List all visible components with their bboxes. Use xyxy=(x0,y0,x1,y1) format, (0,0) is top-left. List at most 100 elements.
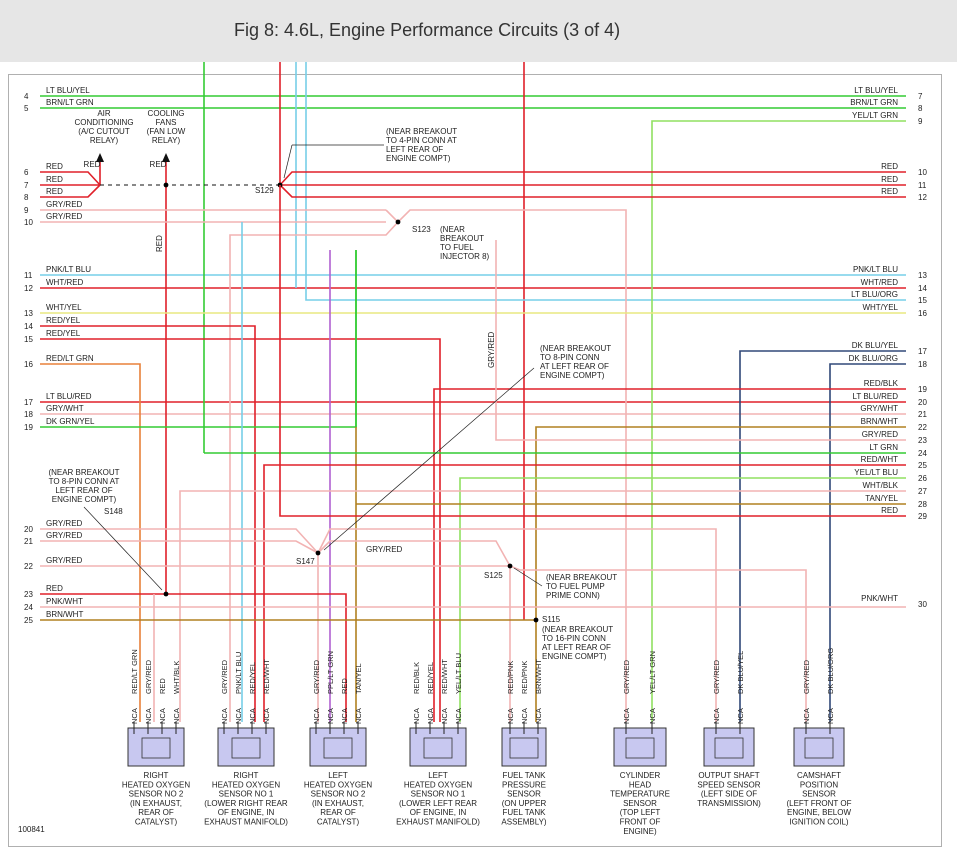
nca-label: NCA xyxy=(534,708,543,724)
component-name-line: SENSOR xyxy=(507,790,541,799)
wire-number-right-30: 30 xyxy=(918,600,927,609)
leader-s129b xyxy=(283,144,293,179)
wire-dk-blu-yel xyxy=(739,350,906,722)
nca-label: NCA xyxy=(248,708,257,724)
wire-label-left-18: GRY/WHT xyxy=(46,404,84,413)
nca-label: NCA xyxy=(354,708,363,724)
wire-label-right-16: WHT/YEL xyxy=(862,303,898,312)
pin-label: RED/PNK xyxy=(520,661,529,694)
figure-title: Fig 8: 4.6L, Engine Performance Circuits… xyxy=(234,20,621,40)
nca-label: NCA xyxy=(340,708,349,724)
note-pump-line: ENGINE COMPT) xyxy=(540,371,605,380)
component-name-line: EXHAUST MANIFOLD) xyxy=(396,818,480,827)
wire-label-right-7: LT BLU/YEL xyxy=(854,86,898,95)
wire-label-left-10: GRY/RED xyxy=(46,212,83,221)
wire-label-left-20: GRY/RED xyxy=(46,519,83,528)
wire-label-right-28: TAN/YEL xyxy=(865,494,898,503)
wire-number-right-18: 18 xyxy=(918,360,927,369)
splice-label-s123: S123 xyxy=(412,225,431,234)
wire-gry-red-21 xyxy=(40,540,319,554)
wire-number-right-14: 14 xyxy=(918,284,927,293)
wire-label-right-25: RED/WHT xyxy=(861,455,898,464)
label-red-fan: RED xyxy=(150,160,167,169)
note-s129-line: TO 4-PIN CONN AT xyxy=(386,136,457,145)
wire-red-wht-25 xyxy=(263,464,906,722)
wire-label-right-30: PNK/WHT xyxy=(861,594,898,603)
wire-label-left-7: RED xyxy=(46,175,63,184)
wire-red-yel-15 xyxy=(40,338,441,722)
wire-label-left-19: DK GRN/YEL xyxy=(46,417,95,426)
wire-red-8 xyxy=(40,184,101,198)
wire-number-left-12: 12 xyxy=(24,284,33,293)
wire-number-right-13: 13 xyxy=(918,271,927,280)
wire-number-left-5: 5 xyxy=(24,104,29,113)
wire-number-left-7: 7 xyxy=(24,181,29,190)
note-pump-line: AT LEFT REAR OF xyxy=(540,362,609,371)
component-name-line: SENSOR xyxy=(623,799,657,808)
component-name-line: OF ENGINE, IN xyxy=(218,808,275,817)
note-s115-line: ENGINE COMPT) xyxy=(542,652,607,661)
title-bar: Fig 8: 4.6L, Engine Performance Circuits… xyxy=(0,0,957,62)
wire-label-left-4: LT BLU/YEL xyxy=(46,86,90,95)
wire-red-yel-14 xyxy=(40,325,256,722)
wire-number-left-22: 22 xyxy=(24,562,33,571)
wire-label-left-17: LT BLU/RED xyxy=(46,392,92,401)
nca-label: NCA xyxy=(172,708,181,724)
wire-red-lt-grn xyxy=(40,363,141,722)
wire-number-right-15: 15 xyxy=(918,296,927,305)
pin-label: RED xyxy=(340,678,349,694)
pin-label: RED/YEL xyxy=(248,662,257,694)
component-name-line: TRANSMISSION) xyxy=(697,799,761,808)
wire-label-left-12: WHT/RED xyxy=(46,278,84,287)
nca-label: NCA xyxy=(220,708,229,724)
wire-number-right-26: 26 xyxy=(918,474,927,483)
wire-gry-red-s147-s125 xyxy=(317,540,511,567)
component-name-line: OUTPUT SHAFT xyxy=(698,771,759,780)
nca-label: NCA xyxy=(312,708,321,724)
component-name-line: REAR OF xyxy=(138,808,174,817)
note-s148-line: TO 8-PIN CONN AT xyxy=(49,477,120,486)
pin-label: YEL/LT GRN xyxy=(648,651,657,694)
wire-label-right-18: DK BLU/ORG xyxy=(849,354,898,363)
wire-number-right-16: 16 xyxy=(918,309,927,318)
note-s123-line: TO FUEL xyxy=(440,243,474,252)
wire-red-29 xyxy=(279,185,906,517)
note-pump-line: (NEAR BREAKOUT xyxy=(540,344,611,353)
component-name-line: HEATED OXYGEN xyxy=(212,780,281,789)
pin-label: GRY/RED xyxy=(144,659,153,694)
nca-label: NCA xyxy=(426,708,435,724)
wire-number-left-11: 11 xyxy=(24,271,33,280)
nca-label: NCA xyxy=(622,708,631,724)
wire-label-left-6: RED xyxy=(46,162,63,171)
pin-label: RED xyxy=(158,678,167,694)
sensor-symbol xyxy=(714,737,744,759)
wire-number-left-8: 8 xyxy=(24,193,29,202)
leader-s125 xyxy=(513,567,543,587)
component-name-line: LEFT xyxy=(328,771,348,780)
wire-number-left-24: 24 xyxy=(24,603,33,612)
nca-label: NCA xyxy=(412,708,421,724)
wire-label-right-17: DK BLU/YEL xyxy=(852,341,899,350)
note-s115-line: (NEAR BREAKOUT xyxy=(542,625,613,634)
pin-label: RED/LT GRN xyxy=(130,649,139,694)
wire-label-left-5: BRN/LT GRN xyxy=(46,98,94,107)
pin-label: GRY/RED xyxy=(220,659,229,694)
wire-label-right-29: RED xyxy=(881,506,898,515)
wire-number-right-21: 21 xyxy=(918,410,927,419)
wire-label-left-24: PNK/WHT xyxy=(46,597,83,606)
wire-number-left-13: 13 xyxy=(24,309,33,318)
nca-label: NCA xyxy=(234,708,243,724)
component-name-line: (TOP LEFT xyxy=(620,808,661,817)
wire-label-left-15: RED/YEL xyxy=(46,329,81,338)
component-name-line: (LOWER RIGHT REAR xyxy=(204,799,288,808)
component-name-line: HEATED OXYGEN xyxy=(304,780,373,789)
splice-dot-s147 xyxy=(315,550,321,556)
wire-red-12 xyxy=(279,184,906,198)
pin-label: RED/WHT xyxy=(440,659,449,694)
note-fan-relay-line: FANS xyxy=(156,118,177,127)
sensor-symbol xyxy=(423,737,453,759)
wire-label-right-13: PNK/LT BLU xyxy=(853,265,898,274)
sensor-box xyxy=(793,727,845,767)
diagram-frame xyxy=(8,74,942,847)
note-fan-relay-line: RELAY) xyxy=(152,136,181,145)
